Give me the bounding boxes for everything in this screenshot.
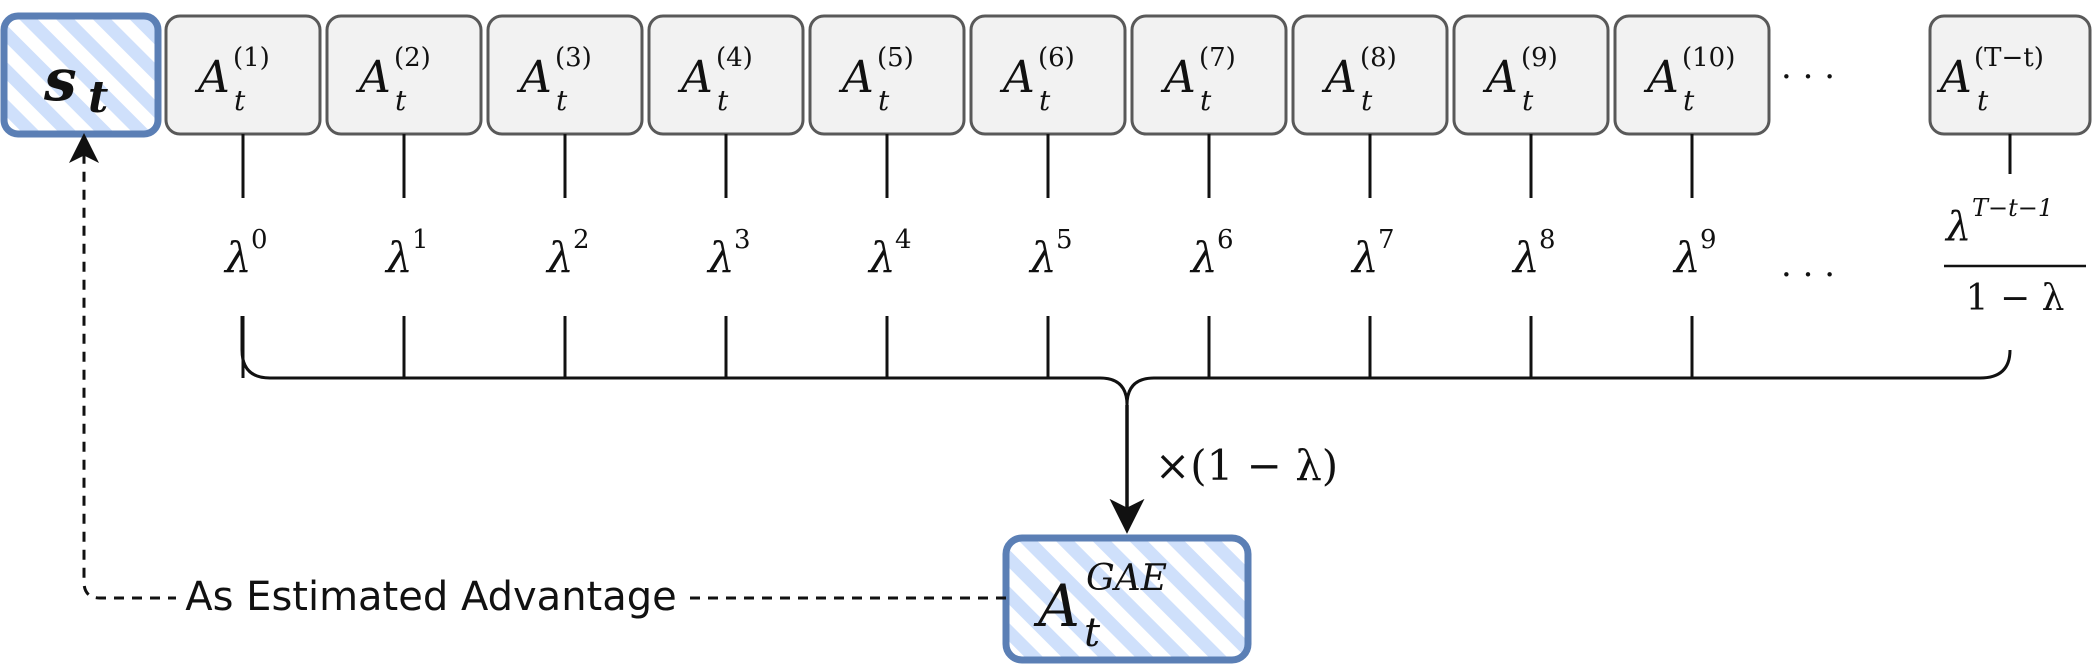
advantage-sup: (4): [716, 43, 753, 73]
advantage-base: A: [1643, 52, 1679, 103]
feedback-path: [69, 133, 1006, 600]
advantage-sup: (2): [394, 43, 431, 73]
lambda-base: λ: [1511, 233, 1540, 282]
advantage-base: A: [1321, 52, 1357, 103]
last-weight: λ T−t−1 1 − λ: [1944, 134, 2086, 319]
advantage-sub: t: [556, 84, 568, 117]
advantage-sup: (5): [877, 43, 914, 73]
lambda-base: λ: [1028, 233, 1057, 282]
lambda-base: λ: [867, 233, 896, 282]
advantage-box-last: A t (T−t): [1928, 14, 2092, 136]
advantage-sub: t: [395, 84, 407, 117]
gae-base: A: [1033, 572, 1080, 640]
advantage-sup: (1): [233, 43, 270, 73]
lambda-base: λ: [1672, 233, 1701, 282]
advantage-sub: t: [234, 84, 246, 117]
lambda-exponent: 8: [1539, 225, 1556, 255]
lambda-exponent: 4: [895, 225, 912, 255]
advantage-base: A: [838, 52, 874, 103]
lambda-exponent: 7: [1378, 225, 1395, 255]
advantage-sup-last: (T−t): [1974, 43, 2044, 73]
advantage-sub: t: [1522, 84, 1534, 117]
state-subscript: t: [88, 72, 108, 123]
sum-brace: [240, 316, 2012, 406]
advantage-sup: (6): [1038, 43, 1075, 73]
feedback-label: As Estimated Advantage: [185, 574, 676, 620]
advantage-sub: t: [1039, 84, 1051, 117]
advantage-sup: (7): [1199, 43, 1236, 73]
advantage-sub: t: [1200, 84, 1212, 117]
lambda-exponent: 5: [1056, 225, 1073, 255]
lambda-exponent: 0: [251, 225, 268, 255]
advantage-base: A: [194, 52, 230, 103]
lambda-base: λ: [1189, 233, 1218, 282]
advantage-base-last: A: [1936, 52, 1972, 103]
lambda-base: λ: [706, 233, 735, 282]
ellipsis-middle: · · ·: [1781, 255, 1835, 295]
gae-sub: t: [1084, 610, 1101, 656]
gae-node: A t GAE: [1002, 534, 1252, 664]
last-weight-numerator-base: λ: [1944, 204, 1971, 250]
weight-connectors: [241, 134, 1694, 378]
advantage-sup: (8): [1360, 43, 1397, 73]
lambda-exponent: 1: [412, 225, 429, 255]
lambda-exponent: 3: [734, 225, 751, 255]
ellipsis-top: · · ·: [1781, 57, 1835, 97]
last-weight-denominator: 1 − λ: [1966, 278, 2065, 319]
advantage-sub: t: [1683, 84, 1695, 117]
advantage-sup: (3): [555, 43, 592, 73]
advantage-base: A: [677, 52, 713, 103]
feedback-label-background: [176, 572, 686, 622]
state-node: s t: [0, 12, 162, 138]
lambda-exponent: 9: [1700, 225, 1717, 255]
last-weight-numerator-exp: T−t−1: [1972, 194, 2053, 222]
advantage-sub: t: [1361, 84, 1373, 117]
advantage-base: A: [999, 52, 1035, 103]
multiplier-label: ×(1 − λ): [1155, 441, 1338, 490]
advantage-sub: t: [878, 84, 890, 117]
lambda-base: λ: [1350, 233, 1379, 282]
lambda-base: λ: [223, 233, 252, 282]
lambda-base: λ: [545, 233, 574, 282]
advantage-sup: (10): [1682, 43, 1735, 73]
lambda-exponent: 6: [1217, 225, 1234, 255]
lambda-base: λ: [384, 233, 413, 282]
advantage-sub: t: [717, 84, 729, 117]
advantage-base: A: [516, 52, 552, 103]
advantage-base: A: [1482, 52, 1518, 103]
state-symbol: s: [43, 46, 77, 114]
advantage-sub-last: t: [1977, 84, 1989, 117]
lambda-exponent: 2: [573, 225, 590, 255]
advantage-base: A: [1160, 52, 1196, 103]
gae-sup: GAE: [1086, 558, 1167, 599]
advantage-base: A: [355, 52, 391, 103]
advantage-sup: (9): [1521, 43, 1558, 73]
